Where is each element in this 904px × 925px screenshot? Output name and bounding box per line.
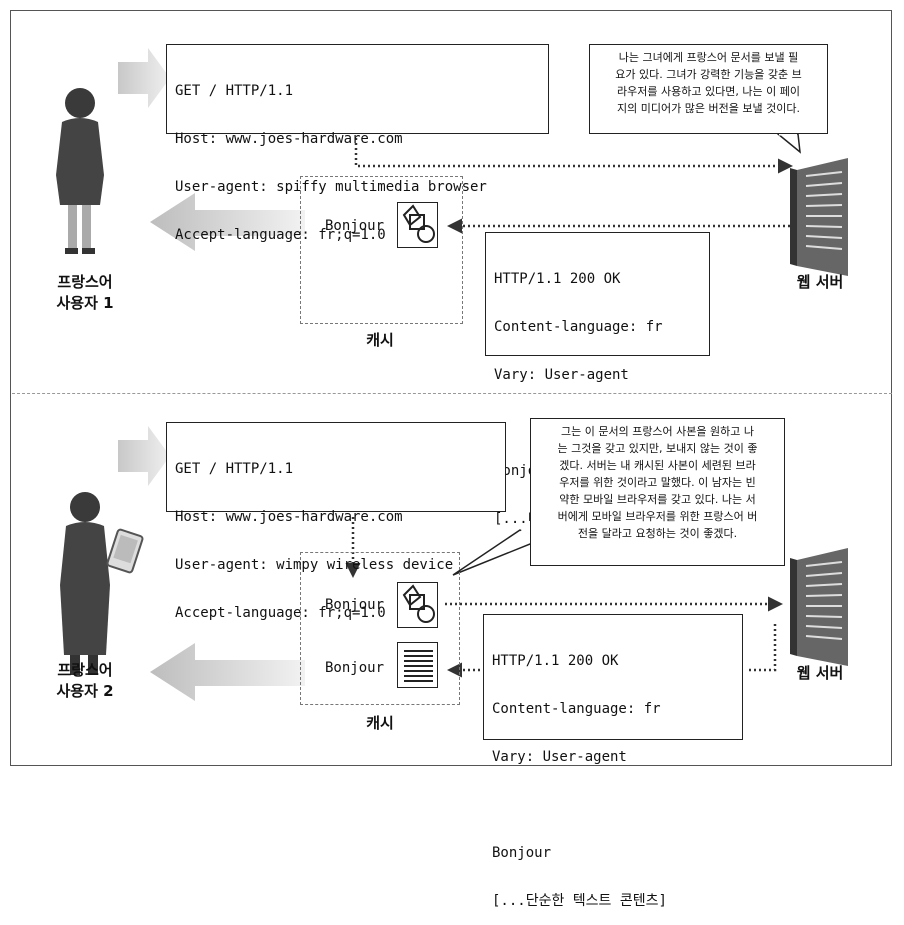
cache-box-1	[300, 176, 463, 324]
server-figure-1	[790, 158, 848, 276]
user-figure-2	[60, 492, 144, 675]
status-line: HTTP/1.1 200 OK	[494, 271, 621, 287]
blank-line	[492, 797, 734, 813]
response-headers-2: HTTP/1.1 200 OK Content-language: fr Var…	[483, 614, 743, 909]
server-label-2: 웹 서버	[796, 664, 844, 682]
request-line: GET / HTTP/1.1	[175, 461, 294, 477]
status-line: HTTP/1.1 200 OK	[492, 653, 619, 669]
user-label-line: 사용자 2	[56, 682, 114, 700]
cache-label-1: 캐시	[366, 331, 394, 349]
user-agent-header: User-agent: wimpy wireless device	[175, 557, 454, 573]
bubble-line: 라우저를 사용하고 있다면, 나는 이 페이	[617, 85, 800, 98]
body-title: Bonjour	[492, 845, 552, 861]
response-arrow-2	[150, 643, 305, 701]
user-label-line: 프랑스어	[57, 661, 113, 679]
shapes-document-icon	[397, 582, 438, 628]
content-language-header: Content-language: fr	[494, 319, 663, 335]
user-figure-1	[56, 88, 104, 254]
response-headers-1: HTTP/1.1 200 OK Content-language: fr Var…	[485, 232, 710, 527]
cache-box-2	[300, 552, 460, 705]
server-figure-2	[790, 548, 848, 666]
diagram-graphics	[56, 48, 848, 701]
bubble-line: 는 그것을 갖고 있지만, 보내지 않는 것이 좋	[557, 442, 758, 455]
bubble-line: 버에게 모바일 브라우저를 위한 프랑스어 버	[557, 510, 758, 523]
bubble-line: 그는 이 문서의 프랑스어 사본을 원하고 나	[560, 425, 755, 438]
request-flow-2	[345, 517, 783, 612]
request-line: GET / HTTP/1.1	[175, 83, 294, 99]
bubble-line: 겠다. 서버는 내 캐시된 사본이 세련된 브라	[559, 459, 756, 472]
vary-header: Vary: User-agent	[494, 367, 629, 383]
server-thought-bubble-1: 나는 그녀에게 프랑스어 문서를 보낼 필 요가 있다. 그녀가 강력한 기능을…	[589, 44, 828, 134]
bubble-line: 우저를 위한 것이라고 말했다. 이 남자는 빈	[559, 476, 756, 489]
user-agent-header: User-agent: spiffy multimedia browser	[175, 179, 487, 195]
user-label-1: 프랑스어 사용자 1	[40, 272, 130, 314]
request-headers-1: GET / HTTP/1.1 Host: www.joes-hardware.c…	[166, 44, 549, 243]
response-arrow-1	[150, 193, 305, 251]
accept-language-header: Accept-language: fr;q=1.0	[175, 227, 386, 243]
request-arrow-1	[118, 48, 170, 108]
request-arrow-2	[118, 426, 170, 486]
cached-doc-label: Bonjour	[325, 597, 385, 613]
user-label-line: 사용자 1	[56, 294, 114, 312]
panel-divider	[12, 393, 892, 394]
host-header: Host: www.joes-hardware.com	[175, 509, 403, 525]
body-content: [...단순한 텍스트 콘텐츠]	[492, 893, 667, 909]
user-label-2: 프랑스어 사용자 2	[40, 660, 130, 702]
diagram-frame	[10, 10, 892, 766]
content-language-header: Content-language: fr	[492, 701, 661, 717]
cached-doc-label: Bonjour	[325, 218, 385, 234]
server-label-1: 웹 서버	[796, 273, 844, 291]
text-document-icon	[397, 642, 438, 688]
cache-thought-bubble-2: 그는 이 문서의 프랑스어 사본을 원하고 나 는 그것을 갖고 있지만, 보내…	[530, 418, 785, 566]
bubble-line: 지의 미디어가 많은 버전을 보낼 것이다.	[617, 102, 800, 115]
bubble-tail-1	[775, 133, 801, 154]
cache-label-2: 캐시	[366, 714, 394, 732]
bubble-line: 전을 달라고 요청하는 것이 좋겠다.	[577, 527, 738, 540]
bubble-line: 약한 모바일 브라우저를 갖고 있다. 나는 서	[559, 493, 756, 506]
bubble-line: 요가 있다. 그녀가 강력한 기능을 갖춘 브	[615, 68, 802, 81]
cached-doc-label: Bonjour	[325, 660, 385, 676]
request-headers-2: GET / HTTP/1.1 Host: www.joes-hardware.c…	[166, 422, 506, 621]
user-label-line: 프랑스어	[57, 273, 113, 291]
bubble-line: 나는 그녀에게 프랑스어 문서를 보낼 필	[618, 51, 799, 64]
shapes-document-icon	[397, 202, 438, 248]
host-header: Host: www.joes-hardware.com	[175, 131, 403, 147]
response-flow-2	[447, 624, 777, 678]
accept-language-header: Accept-language: fr;q=1.0	[175, 605, 386, 621]
vary-header: Vary: User-agent	[492, 749, 627, 765]
